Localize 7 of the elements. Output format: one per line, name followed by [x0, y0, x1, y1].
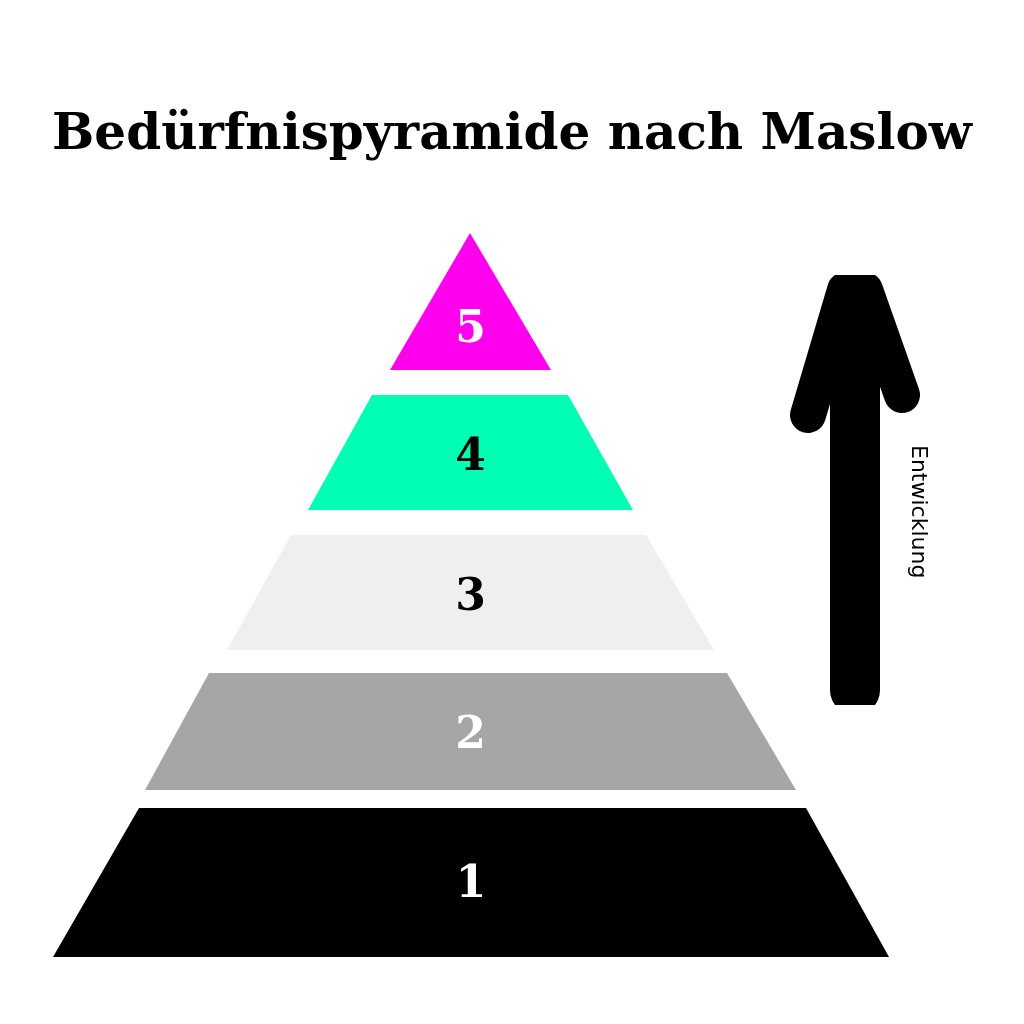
title: Bedürfnispyramide nach Maslow	[52, 102, 972, 161]
level-number: 1	[455, 860, 487, 904]
level-number: 4	[455, 433, 486, 477]
level-number: 2	[455, 711, 486, 755]
direction-label: Entwicklung	[907, 445, 932, 579]
level-number: 5	[455, 305, 486, 349]
level-number: 3	[455, 573, 486, 617]
